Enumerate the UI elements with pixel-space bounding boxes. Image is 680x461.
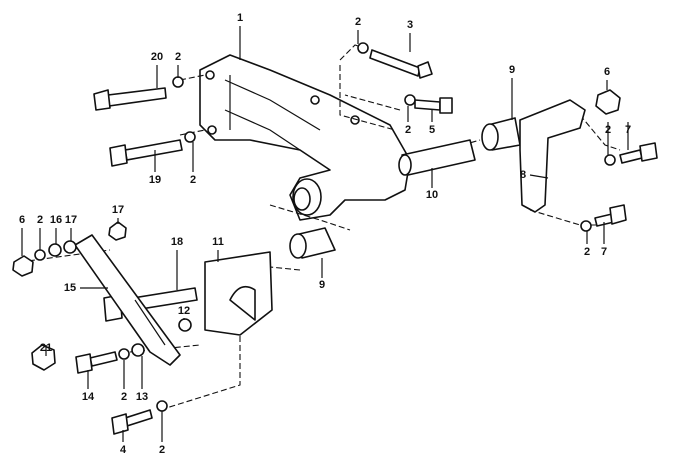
bolt-7b [594, 204, 627, 227]
callout-2: 2 [354, 16, 362, 28]
callout-18: 18 [170, 236, 184, 248]
callout-2: 2 [404, 124, 412, 136]
callout-2: 2 [174, 51, 182, 63]
bolt-20 [93, 87, 167, 111]
callout-1: 1 [236, 12, 244, 24]
bolt-7a [619, 142, 658, 164]
callout-9: 9 [508, 64, 516, 76]
callout-3: 3 [406, 19, 414, 31]
bolt-19 [109, 139, 183, 167]
sleeve-10 [398, 139, 476, 176]
callout-12: 12 [177, 305, 191, 317]
callout-21: 21 [39, 342, 53, 354]
callout-10: 10 [425, 189, 439, 201]
bolt-4 [111, 409, 153, 435]
callout-5: 5 [428, 124, 436, 136]
callout-20: 20 [150, 51, 164, 63]
bushing-9a [481, 117, 521, 151]
bolt-14 [75, 351, 118, 374]
callout-2: 2 [189, 174, 197, 186]
callout-15: 15 [63, 282, 77, 294]
callout-4: 4 [119, 444, 127, 456]
callout-8: 8 [519, 169, 527, 181]
bracket-8 [519, 99, 586, 213]
callout-13: 13 [135, 391, 149, 403]
bushing-9b [289, 227, 336, 259]
callout-2: 2 [604, 124, 612, 136]
plate-11 [204, 251, 273, 336]
callout-11: 11 [212, 236, 224, 248]
bolt-3 [369, 49, 433, 79]
callout-17: 17 [64, 214, 78, 226]
callout-17: 17 [111, 204, 125, 216]
callout-7: 7 [600, 246, 608, 258]
callout-6: 6 [18, 214, 26, 226]
bolt-5 [414, 97, 453, 114]
callout-7: 7 [624, 124, 632, 136]
callout-2: 2 [158, 444, 166, 456]
adjusting-bar-15 [74, 234, 181, 366]
callout-6: 6 [603, 66, 611, 78]
callout-14: 14 [81, 391, 95, 403]
callout-2: 2 [583, 246, 591, 258]
main-bracket [199, 54, 411, 221]
callout-19: 19 [148, 174, 162, 186]
callout-16: 16 [49, 214, 63, 226]
nuts-washers [12, 42, 621, 412]
callout-9: 9 [318, 279, 326, 291]
callout-2: 2 [120, 391, 128, 403]
callout-2: 2 [36, 214, 44, 226]
